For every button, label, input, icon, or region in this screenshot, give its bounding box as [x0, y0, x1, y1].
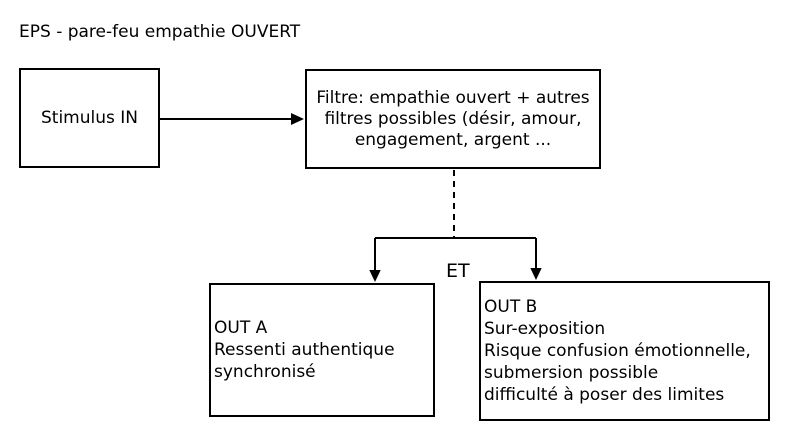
node-out-a: OUT A Ressenti authentique synchronisé: [209, 283, 435, 417]
node-filter-line: Filtre: empathie ouvert + autres: [316, 87, 590, 108]
diagram-title: EPS - pare-feu empathie OUVERT: [19, 22, 301, 42]
node-stimulus-in-label: Stimulus IN: [40, 108, 138, 128]
node-out-b-line: difficulté à poser des limites: [484, 385, 725, 405]
arrow-stimulus-to-filter-head: [291, 113, 304, 125]
arrow-split-to-out-b-head: [530, 268, 542, 280]
node-stimulus-in: Stimulus IN: [19, 68, 160, 168]
node-out-a-line: OUT A: [214, 318, 268, 338]
node-out-b-line: Sur-exposition: [484, 319, 606, 339]
node-out-b-line: OUT B: [484, 297, 538, 317]
node-filter-line: filtres possibles (désir, amour,: [324, 108, 582, 129]
arrow-split-to-out-a-head: [369, 270, 381, 282]
node-filter-line: engagement, argent ...: [354, 129, 552, 150]
node-out-b-line: submersion possible: [484, 363, 659, 383]
node-out-a-line: synchronisé: [214, 362, 316, 382]
node-filter: Filtre: empathie ouvert + autres filtres…: [305, 69, 601, 169]
node-out-b-line: Risque confusion émotionnelle,: [484, 341, 751, 361]
node-out-a-line: Ressenti authentique: [214, 340, 395, 360]
node-out-b: OUT B Sur-exposition Risque confusion ém…: [479, 281, 770, 421]
and-label: ET: [446, 260, 470, 282]
